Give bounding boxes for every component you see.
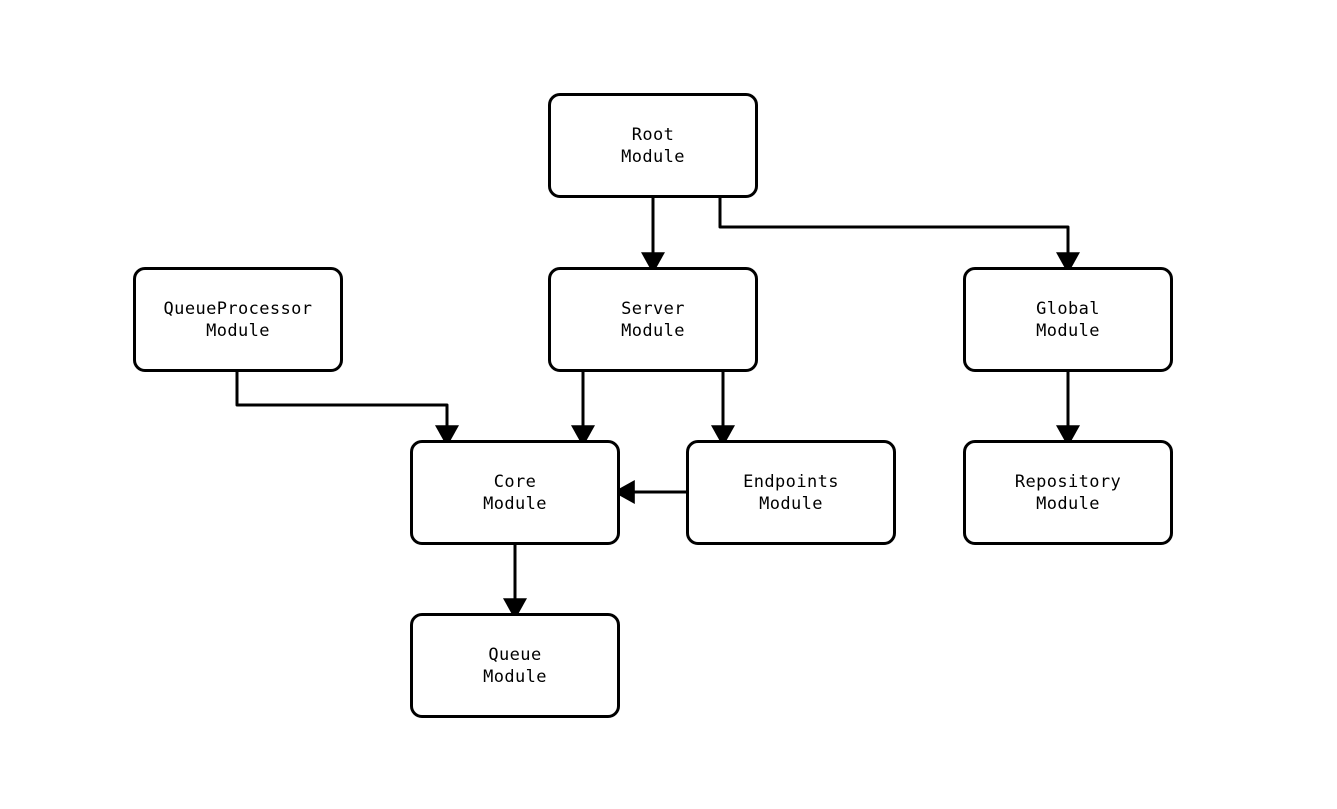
node-queue-label: Queue Module	[483, 644, 547, 687]
node-global-label: Global Module	[1036, 298, 1100, 341]
node-root-label: Root Module	[621, 124, 685, 167]
node-core-label: Core Module	[483, 471, 547, 514]
node-server-label: Server Module	[621, 298, 685, 341]
node-endpoints[interactable]: Endpoints Module	[686, 440, 896, 545]
node-endpoints-label: Endpoints Module	[743, 471, 839, 514]
node-global[interactable]: Global Module	[963, 267, 1173, 372]
node-queueprocessor-label: QueueProcessor Module	[163, 298, 313, 341]
node-repository[interactable]: Repository Module	[963, 440, 1173, 545]
node-core[interactable]: Core Module	[410, 440, 620, 545]
node-repository-label: Repository Module	[1014, 471, 1122, 514]
edge-queueprocessor-to-core	[235, 372, 459, 447]
node-root[interactable]: Root Module	[548, 93, 758, 198]
node-queueprocessor[interactable]: QueueProcessor Module	[133, 267, 343, 372]
edge-root-to-global	[718, 198, 1080, 274]
node-queue[interactable]: Queue Module	[410, 613, 620, 718]
node-server[interactable]: Server Module	[548, 267, 758, 372]
